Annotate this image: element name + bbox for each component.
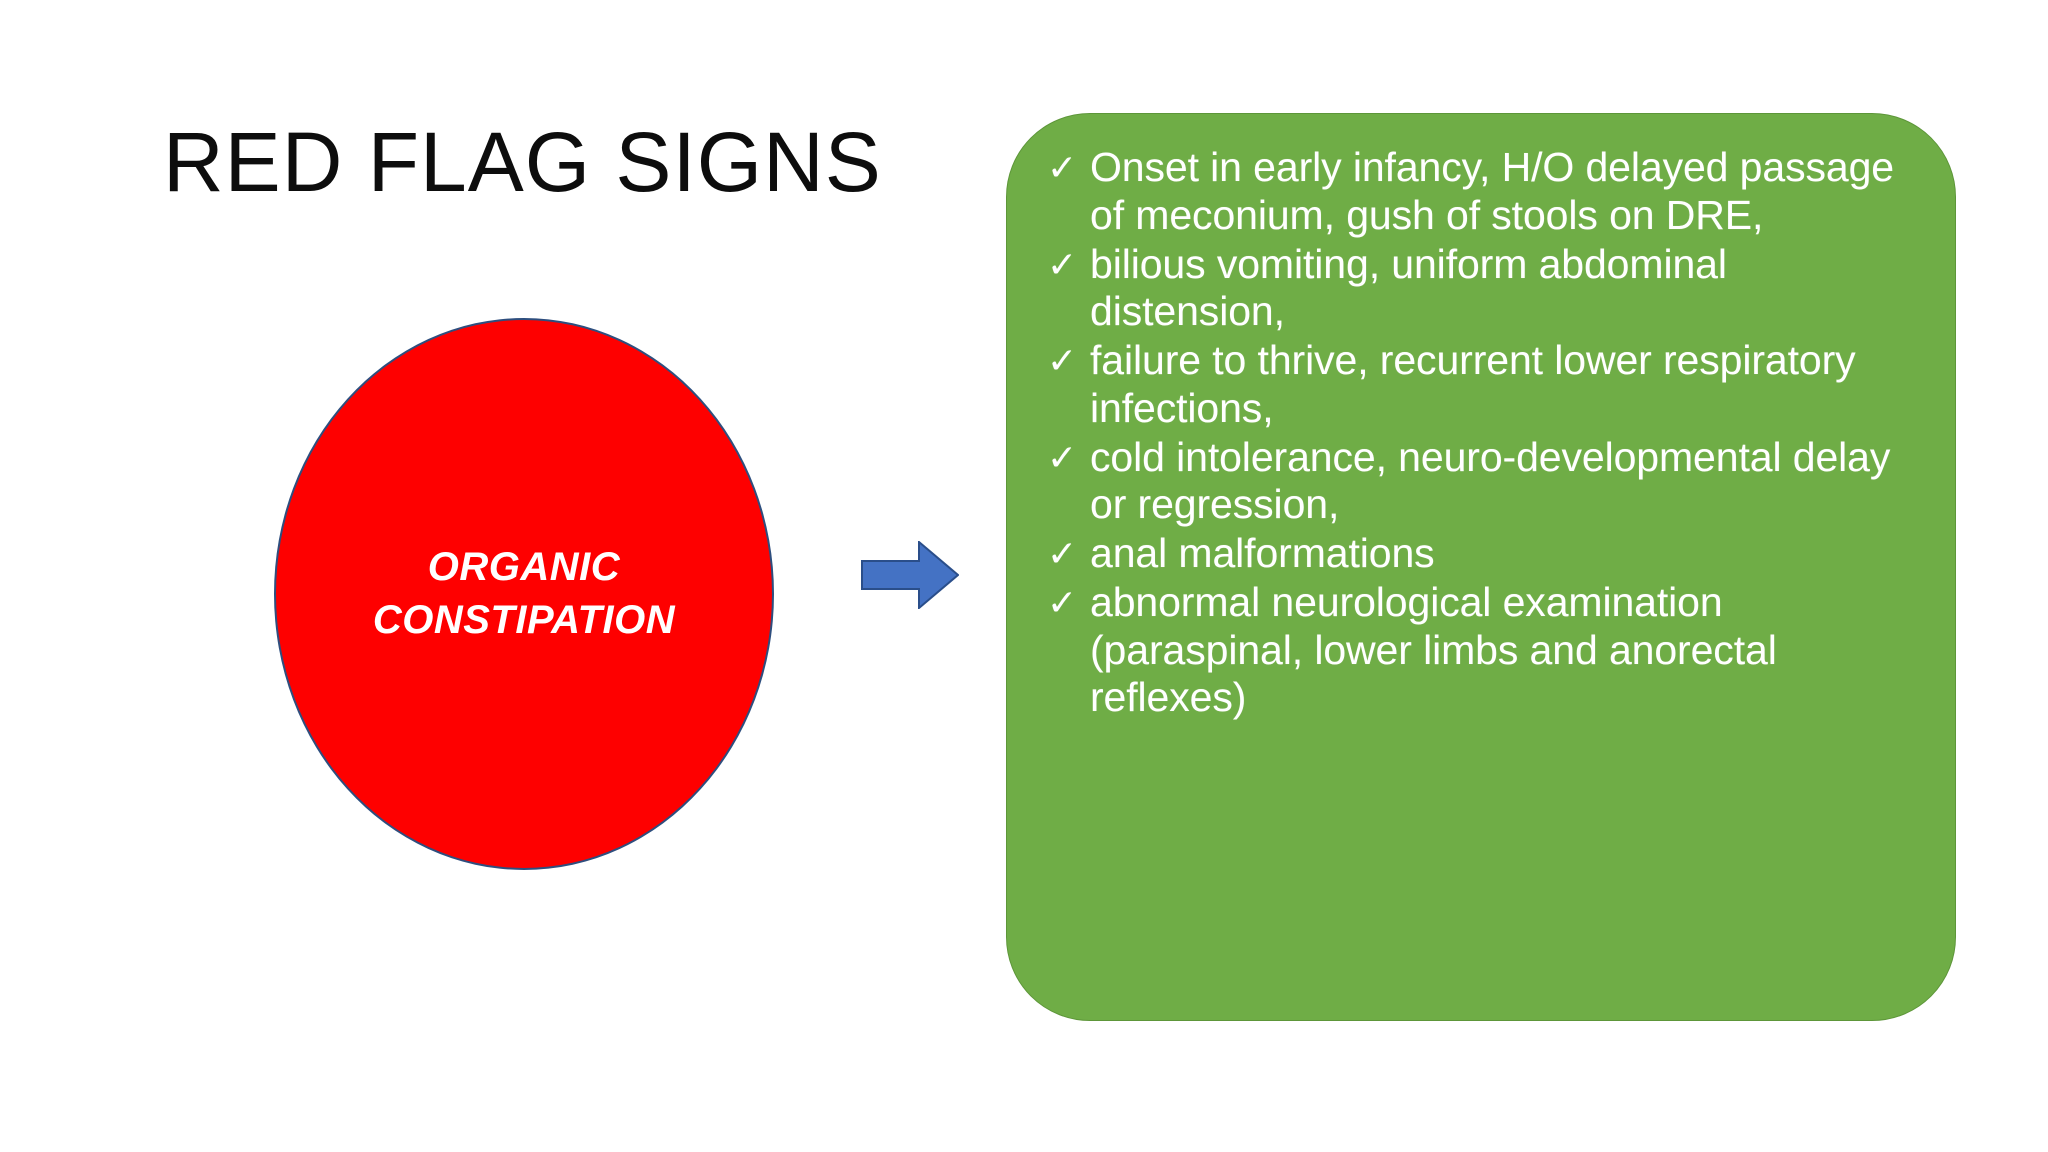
list-item: ✓ bilious vomiting, uniform abdominal di…: [1045, 241, 1919, 337]
check-icon: ✓: [1047, 243, 1078, 285]
check-icon: ✓: [1047, 581, 1078, 623]
list-item: ✓ Onset in early infancy, H/O delayed pa…: [1045, 144, 1919, 240]
list-item-label: cold intolerance, neuro-developmental de…: [1090, 433, 1891, 528]
organic-constipation-label: ORGANIC CONSTIPATION: [291, 541, 757, 647]
list-item: ✓ abnormal neurological examination (par…: [1045, 579, 1919, 722]
check-icon: ✓: [1047, 436, 1078, 478]
organic-constipation-label-line1: ORGANIC: [427, 545, 621, 590]
right-arrow-icon: [861, 541, 959, 609]
check-icon: ✓: [1047, 533, 1078, 574]
page-title: RED FLAG SIGNS: [163, 115, 882, 209]
list-item: ✓ cold intolerance, neuro-developmental …: [1045, 434, 1919, 530]
list-item-label: anal malformations: [1090, 530, 1435, 576]
organic-constipation-node[interactable]: ORGANIC CONSTIPATION: [274, 318, 774, 870]
organic-constipation-label-line2: CONSTIPATION: [372, 598, 676, 642]
list-item: ✓ anal malformations: [1045, 530, 1919, 578]
check-icon: ✓: [1047, 340, 1078, 381]
list-item-label: bilious vomiting, uniform abdominal dist…: [1090, 240, 1727, 335]
list-item-label: Onset in early infancy, H/O delayed pass…: [1090, 144, 1894, 238]
red-flag-signs-list: ✓ Onset in early infancy, H/O delayed pa…: [1045, 144, 1919, 722]
red-flag-signs-panel: ✓ Onset in early infancy, H/O delayed pa…: [1006, 113, 1956, 1021]
list-item: ✓ failure to thrive, recurrent lower res…: [1045, 337, 1919, 433]
list-item-label: abnormal neurological examination (paras…: [1090, 578, 1777, 721]
list-item-label: failure to thrive, recurrent lower respi…: [1090, 337, 1856, 431]
check-icon: ✓: [1047, 147, 1078, 188]
